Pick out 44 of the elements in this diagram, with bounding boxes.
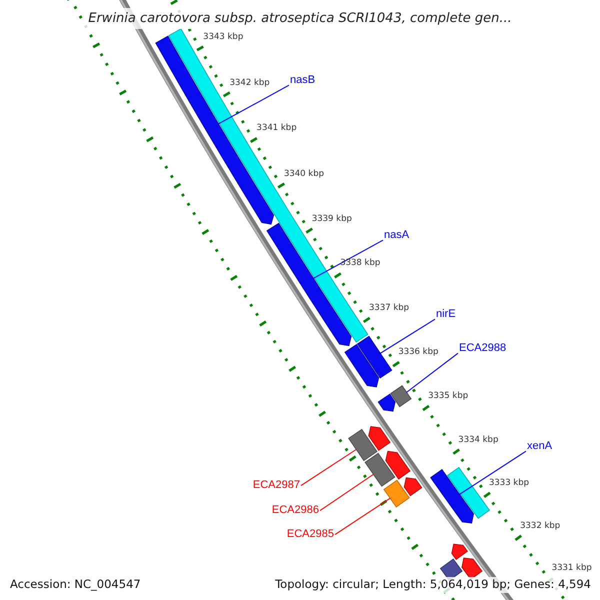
leader-line [334, 498, 391, 536]
gene-label: ECA2986 [272, 504, 319, 518]
gene-feature [404, 477, 422, 496]
tick-label: 3341 kbp [256, 123, 297, 134]
tick-label: 3335 kbp [428, 390, 468, 402]
gene-feature [344, 344, 380, 388]
gene-feature [368, 426, 391, 451]
tick-label: 3331 kbp [552, 563, 592, 574]
gene-label: ECA2987 [252, 479, 300, 492]
leader-line [459, 450, 526, 495]
leader-line [406, 352, 458, 393]
gene-feature [385, 450, 411, 480]
tick-label: 3340 kbp [284, 168, 324, 179]
gene-label: nirE [436, 308, 456, 322]
gene-label: nasA [384, 229, 410, 242]
gene-feature [451, 544, 468, 560]
map-info-text: Topology: circular; Length: 5,064,019 bp; Genes: 4,594 [274, 577, 592, 593]
tick-label: 3339 kbp [312, 214, 352, 224]
tick-label: 3337 kbp [369, 302, 410, 314]
gene-feature [364, 452, 396, 487]
map-info-text: Accession: NC_004547 [9, 577, 142, 593]
gene-feature [378, 394, 396, 412]
gene-feature [446, 466, 490, 519]
leader-line [218, 84, 290, 124]
gene-label: ECA2985 [286, 528, 334, 542]
tick-label: 3334 kbp [458, 434, 498, 445]
gene-label: nasB [290, 74, 316, 88]
gene-feature [462, 558, 483, 580]
gene-feature [348, 428, 378, 462]
tick-label: 3343 kbp [203, 32, 244, 42]
leader-line [300, 449, 357, 486]
gene-label: ECA2988 [459, 342, 506, 356]
gene-feature [356, 336, 392, 379]
gene-label: xenA [527, 440, 552, 454]
tick-label: 3332 kbp [520, 520, 560, 531]
gene-feature [390, 385, 412, 408]
tick-label: 3333 kbp [488, 478, 530, 488]
gene-feature [383, 480, 410, 508]
tick-label: 3336 kbp [398, 347, 438, 358]
tick-label: 3338 kbp [340, 258, 380, 269]
leader-line [380, 318, 436, 354]
leader-line [312, 240, 384, 279]
tick-label: 3342 kbp [230, 78, 270, 88]
gene-feature [430, 469, 474, 524]
